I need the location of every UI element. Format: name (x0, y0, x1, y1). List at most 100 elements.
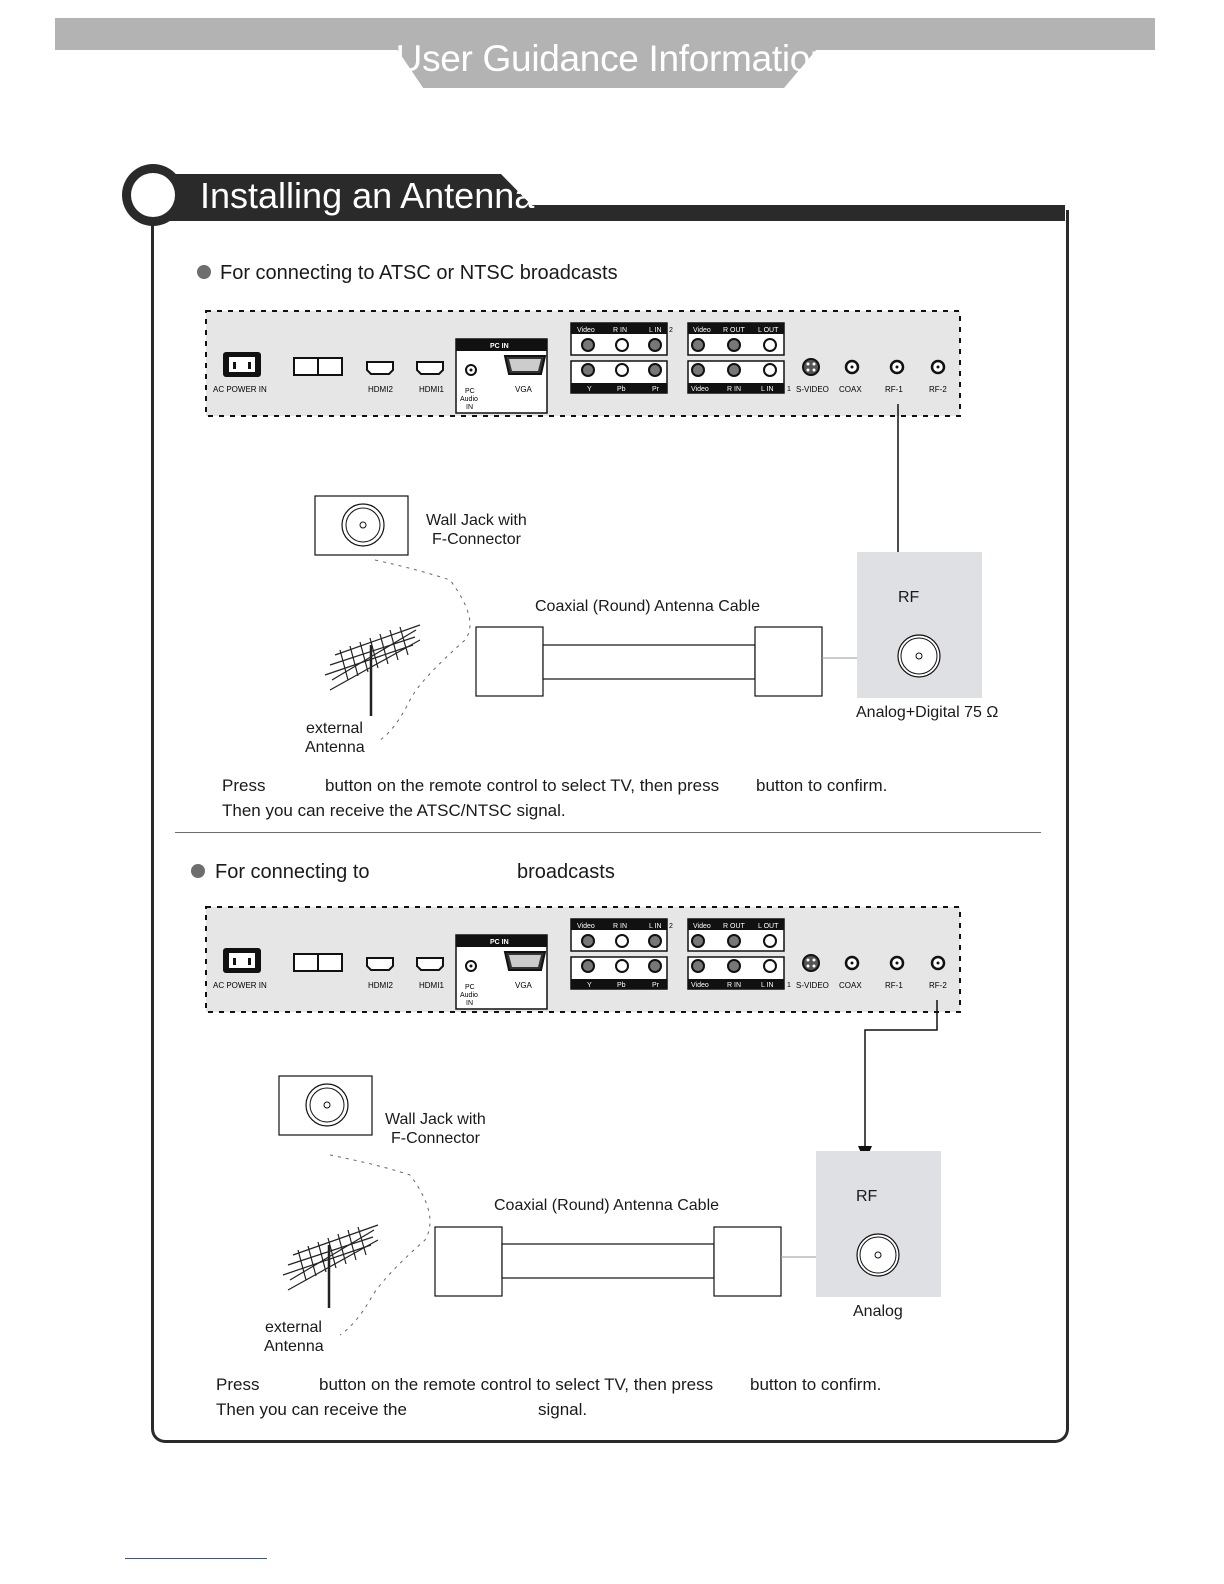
instruction-line2-end: signal. (538, 1400, 588, 1419)
svg-text:PC: PC (465, 984, 475, 991)
block2-heading-start: For connecting to (215, 861, 370, 883)
external-antenna-icon (282, 1224, 379, 1308)
antenna-label-1: external (306, 720, 363, 737)
pc-in-label: PC IN (490, 343, 509, 350)
rf1-port: RF-1 (885, 359, 905, 394)
svg-text:R IN: R IN (727, 982, 741, 989)
svg-text:Pb: Pb (617, 982, 626, 989)
external-antenna-icon (324, 624, 421, 716)
ac-power-label: AC POWER IN (213, 385, 267, 394)
svg-text:Pr: Pr (652, 386, 660, 393)
vga-label: VGA (515, 385, 533, 394)
svg-text:Y: Y (587, 386, 592, 393)
svg-text:1: 1 (787, 982, 791, 989)
svg-text:2: 2 (669, 923, 673, 930)
svg-text:VGA: VGA (515, 981, 533, 990)
page-title: User Guidance Information (395, 38, 831, 79)
av-output-block: Video R OUT L OUT (687, 322, 785, 356)
svg-text:COAX: COAX (839, 385, 862, 394)
antenna-label-2: Antenna (305, 739, 365, 756)
svg-text:L IN: L IN (761, 386, 774, 393)
instruction-mid: button on the remote control to select T… (325, 776, 720, 795)
svg-text:R OUT: R OUT (723, 923, 746, 930)
coaxial-cable (501, 1243, 715, 1279)
banner-title-tab (388, 36, 828, 88)
svg-text:Video: Video (693, 327, 711, 334)
pc-audio-label-1: PC (465, 388, 475, 395)
svg-text:Video: Video (691, 386, 709, 393)
svg-text:L OUT: L OUT (758, 923, 779, 930)
hdmi1-port: HDMI1 (416, 957, 444, 990)
bullet-icon (191, 864, 205, 878)
block1-heading: For connecting to ATSC or NTSC broadcast… (220, 262, 618, 284)
connection-diagram-1 (314, 404, 982, 741)
instruction-press: Press (216, 1375, 260, 1394)
svg-text:2: 2 (669, 327, 673, 334)
coax-port: COAX (839, 955, 862, 990)
ac-power-port: AC POWER IN (213, 352, 267, 394)
section-frame (151, 210, 1069, 1443)
cable-plug-left (475, 626, 544, 697)
svg-text:HDMI1: HDMI1 (419, 981, 444, 990)
ac-power-port: AC POWER IN (213, 948, 267, 990)
rf2-port: RF-2 (929, 359, 947, 394)
svg-text:Video: Video (577, 923, 595, 930)
rf2-port: RF-2 (929, 955, 947, 990)
s-video-port: S-VIDEO (796, 954, 829, 990)
instruction-end: button to confirm. (756, 776, 888, 795)
wall-jack-label-2: F-Connector (391, 1130, 480, 1147)
block2-heading-end: broadcasts (517, 861, 615, 883)
rf-label: RF (898, 589, 920, 606)
section-tab (150, 174, 540, 214)
wall-jack-label-2: F-Connector (432, 531, 521, 548)
svg-text:RF-2: RF-2 (929, 981, 947, 990)
tv-back-panel-1: AC POWER IN HDMI2 HDMI1 PC IN PC Audio I… (205, 310, 961, 417)
pc-audio-label-3: IN (466, 404, 473, 411)
bullet-icon (197, 265, 211, 279)
component-block: Y Pb Pr (570, 360, 668, 394)
svg-text:L IN: L IN (649, 923, 662, 930)
av-input-block-2: Video R IN L IN 2 (570, 918, 673, 952)
cable-plug-right (754, 626, 823, 697)
hdmi2-port: HDMI2 (366, 361, 394, 394)
instruction-line2-start: Then you can receive the (216, 1400, 407, 1419)
svg-text:HDMI2: HDMI2 (368, 981, 393, 990)
svg-text:L IN: L IN (649, 327, 662, 334)
cable-label: Coaxial (Round) Antenna Cable (494, 1197, 720, 1214)
coax-port: COAX (839, 359, 862, 394)
svg-text:RF-1: RF-1 (885, 385, 903, 394)
svg-text:Video: Video (693, 923, 711, 930)
av-input-block-1: Video R IN L IN 1 (687, 360, 791, 394)
hdmi2-port: HDMI2 (366, 957, 394, 990)
wall-jack-label-1: Wall Jack with (385, 1111, 486, 1128)
cable-plug-left (434, 1226, 503, 1297)
svg-text:Pr: Pr (652, 982, 660, 989)
svg-text:Audio: Audio (460, 992, 478, 999)
svg-text:S-VIDEO: S-VIDEO (796, 981, 829, 990)
av-output-block: Video R OUT L OUT (687, 918, 785, 952)
svg-text:IN: IN (466, 1000, 473, 1007)
pc-in-block: PC IN PC Audio IN VGA (455, 338, 548, 414)
pc-audio-label-2: Audio (460, 396, 478, 403)
av-input-block-1: Video R IN L IN 1 (687, 956, 791, 990)
svg-text:PC IN: PC IN (490, 939, 509, 946)
svg-text:Video: Video (691, 982, 709, 989)
coaxial-cable (542, 644, 756, 680)
pc-in-block: PC IN PC Audio IN VGA (455, 934, 548, 1010)
component-block: Y Pb Pr (570, 956, 668, 990)
rf-label: RF (856, 1188, 878, 1205)
svg-text:Video: Video (577, 327, 595, 334)
s-video-port: S-VIDEO (796, 358, 829, 394)
section-title: Installing an Antenna (200, 175, 535, 216)
section-tab-circle-inner (131, 173, 175, 217)
instruction-press: Press (222, 776, 266, 795)
instruction-mid: button on the remote control to select T… (319, 1375, 714, 1394)
svg-text:R IN: R IN (727, 386, 741, 393)
svg-text:Pb: Pb (617, 386, 626, 393)
connection-diagram-2 (278, 1000, 941, 1336)
svg-text:R OUT: R OUT (723, 327, 746, 334)
block-divider (175, 832, 1041, 833)
hdmi1-port: HDMI1 (416, 361, 444, 394)
rf-caption: Analog (853, 1303, 903, 1320)
